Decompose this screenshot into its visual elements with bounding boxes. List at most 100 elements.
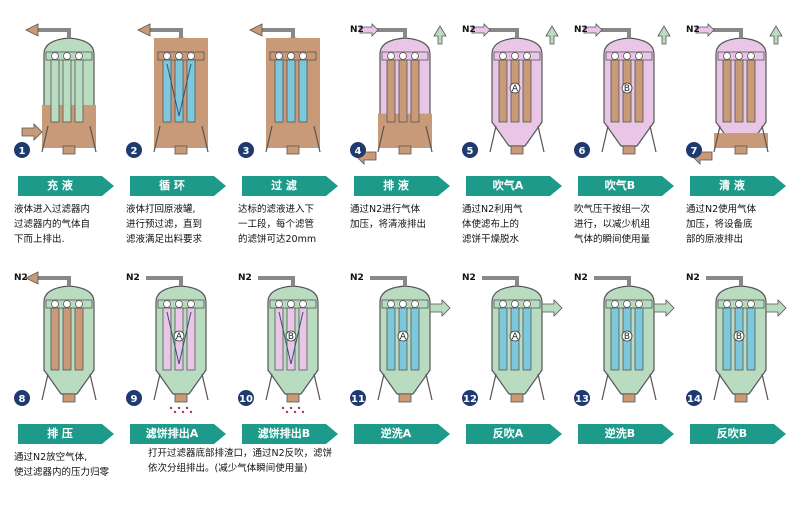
top-pipe: [34, 28, 71, 38]
n2-label: N2: [686, 25, 700, 35]
description-line: 液体打回原液罐,: [126, 204, 196, 215]
step-badge: [350, 390, 366, 406]
top-pipe: [706, 276, 743, 286]
vessel-leg: [89, 373, 97, 401]
filter-vessel: 4N2: [350, 23, 447, 165]
vessel-leg: [153, 125, 161, 153]
tube-cap: [499, 52, 507, 60]
bottom-outlet: [622, 393, 636, 403]
step-label: 反吹B: [716, 427, 748, 440]
vessel-leg: [425, 125, 433, 153]
n2-inlet-arrow: [471, 23, 491, 37]
liquid-level: [714, 133, 768, 148]
step-badge: [462, 390, 478, 406]
filter-tube: [74, 59, 84, 123]
filter-tube: [50, 59, 60, 123]
step-label-arrow: 清 液: [690, 176, 786, 196]
step-badge: [14, 390, 30, 406]
step-label-arrow: 反吹B: [690, 424, 786, 444]
tube-cap: [163, 52, 171, 60]
group-marker-letter: A: [176, 332, 183, 342]
step-number: 7: [691, 146, 698, 157]
group-marker: [509, 82, 521, 94]
n2-label: N2: [574, 273, 588, 283]
step-9-10-description: 打开过滤器底部排渣口，通过N2反吹，滤饼依次分组排出。(减少气体瞬间使用量): [148, 446, 348, 476]
bottom-outlet: [622, 145, 636, 155]
vent-arrow: [545, 25, 559, 45]
flow-line: [166, 311, 180, 365]
step-label-arrow: 滤饼排出A: [130, 424, 226, 444]
vessel-leg: [313, 125, 321, 153]
step-label: 排 压: [47, 427, 73, 440]
bottom-outlet: [398, 145, 412, 155]
top-pipe: [482, 276, 519, 286]
step-label: 滤饼排出B: [257, 427, 311, 440]
filter-vessel: B 13 N2: [574, 273, 675, 406]
cake-particle: [189, 410, 193, 414]
tube-cap: [387, 52, 395, 60]
vessel-leg: [761, 373, 769, 401]
tube-cap: [411, 52, 419, 60]
vessel-leg: [265, 125, 273, 153]
step-badge: [350, 142, 366, 158]
outlet-arrow: [541, 299, 563, 317]
tube-cap: [523, 300, 531, 308]
description-line: 气体的瞬间使用量: [574, 234, 651, 245]
step-label-arrow: 逆洗A: [354, 424, 450, 444]
tube-cap: [175, 52, 183, 60]
group-marker-letter: A: [512, 332, 519, 342]
vessel-leg: [313, 373, 321, 401]
step-badge: [686, 390, 702, 406]
tube-cap: [63, 300, 71, 308]
description-line: 依次分组排出。(减少气体瞬间使用量): [148, 463, 308, 474]
n2-label: N2: [238, 273, 252, 283]
step-number: 9: [131, 394, 138, 405]
group-marker-letter: B: [624, 332, 630, 342]
vessel-leg: [601, 373, 609, 401]
description-line: 吹气压干按组一次: [574, 204, 651, 215]
step-label-arrow: 排 压: [18, 424, 114, 444]
inlet-arrow: [21, 123, 43, 141]
bottom-outlet: [62, 393, 76, 403]
group-marker: [509, 330, 521, 342]
filter-tube: [410, 59, 420, 123]
top-pipe: [258, 28, 295, 38]
step-number: 13: [575, 394, 589, 405]
cake-particle: [185, 406, 189, 410]
vessel-group: 1: [14, 23, 97, 158]
tube-cap: [735, 300, 743, 308]
vessel-leg: [153, 373, 161, 401]
group-marker-letter: A: [512, 84, 519, 94]
description-line: 通过N2利用气: [462, 204, 523, 215]
outlet-arrow: [653, 299, 675, 317]
step-description: 达标的滤液进入下一工段，每个滤管的滤饼可达20mm: [238, 202, 350, 247]
bottom-outlet: [174, 145, 188, 155]
step-label: 充 液: [47, 179, 73, 192]
step-description: 液体打回原液罐,进行预过滤，直到滤液满足出料要求: [126, 202, 238, 247]
filter-tube: [274, 307, 284, 371]
filter-tube: [522, 59, 532, 123]
tube-cap: [287, 300, 295, 308]
vessel-leg: [425, 373, 433, 401]
filter-tube: [74, 307, 84, 371]
filter-vessel: 2: [126, 23, 209, 158]
n2-label: N2: [462, 273, 476, 283]
tube-cap: [75, 52, 83, 60]
tube-cap: [287, 52, 295, 60]
vessel-leg: [265, 373, 273, 401]
top-pipe: [594, 28, 631, 38]
filter-tube: [50, 307, 60, 371]
step-badge: [14, 142, 30, 158]
description-line: 通过N2放空气体,: [14, 452, 88, 463]
